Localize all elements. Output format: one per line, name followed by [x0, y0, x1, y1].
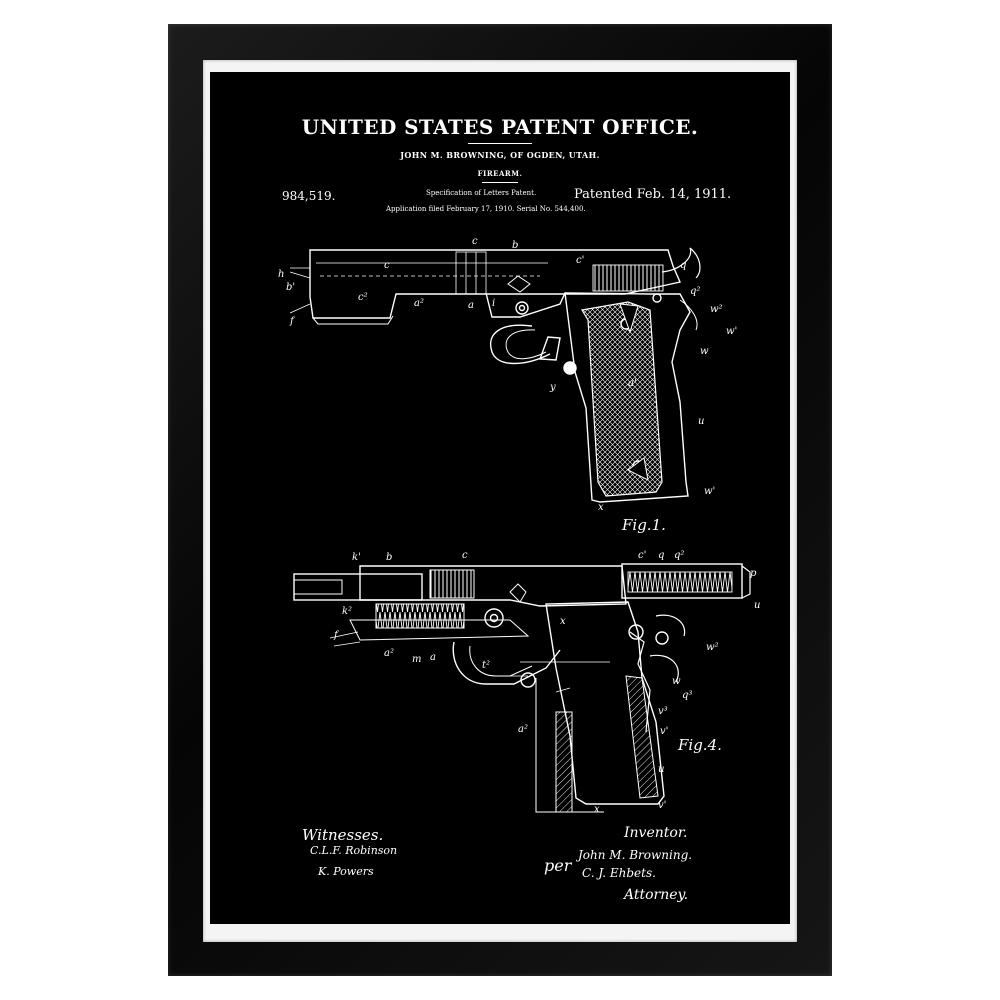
svg-text:w: w — [700, 346, 709, 357]
patent-number: 984,519. — [282, 189, 336, 203]
svg-text:v': v' — [658, 800, 666, 811]
fig1-label: Fig.1. — [622, 516, 666, 534]
reference-letters: c b c c' h b' c² a² a i f q q² w² w' w a… — [278, 236, 760, 815]
svg-text:a²: a² — [518, 724, 528, 735]
specification-line: Specification of Letters Patent. — [426, 189, 537, 197]
fig4-label: Fig.4. — [678, 736, 722, 754]
svg-text:a²: a² — [414, 298, 424, 309]
svg-text:a': a' — [628, 378, 637, 389]
witnesses-label: Witnesses. — [302, 826, 384, 844]
witness-signature-1: C.L.F. Robinson — [310, 844, 398, 857]
svg-text:b: b — [386, 552, 392, 563]
svg-text:a: a — [468, 300, 474, 311]
svg-text:v³: v³ — [658, 706, 668, 717]
subject-divider — [482, 182, 518, 183]
svg-text:v': v' — [660, 726, 668, 737]
svg-text:x: x — [560, 616, 566, 627]
attorney-label: Attorney. — [624, 887, 689, 903]
svg-text:w': w' — [704, 486, 715, 497]
patent-subject: FIREARM. — [477, 169, 523, 178]
patent-office-title: UNITED STATES PATENT OFFICE. — [301, 115, 699, 139]
application-line: Application filed February 17, 1910. Ser… — [386, 205, 586, 213]
svg-text:a: a — [430, 652, 436, 663]
svg-text:c': c' — [638, 550, 646, 561]
svg-text:y: y — [549, 382, 556, 393]
svg-text:u: u — [658, 764, 664, 775]
svg-text:t²: t² — [482, 660, 490, 671]
svg-text:b': b' — [286, 282, 295, 293]
svg-text:k²: k² — [342, 606, 352, 617]
svg-text:c: c — [462, 550, 468, 561]
svg-text:q²: q² — [674, 550, 684, 561]
svg-text:x: x — [594, 804, 600, 815]
title-divider — [468, 143, 532, 144]
svg-text:c: c — [472, 236, 478, 247]
svg-text:q: q — [658, 550, 664, 561]
svg-text:c': c' — [576, 255, 584, 266]
fig4-pistol-drawing — [293, 563, 751, 813]
svg-text:x: x — [598, 502, 604, 513]
per-label: per — [544, 856, 572, 875]
svg-text:q³: q³ — [682, 690, 692, 701]
svg-text:a²: a² — [384, 648, 394, 659]
svg-text:c²: c² — [358, 292, 368, 303]
svg-text:c: c — [384, 260, 390, 271]
svg-text:h: h — [278, 269, 284, 280]
svg-text:w²: w² — [710, 304, 723, 315]
patented-date: Patented Feb. 14, 1911. — [574, 187, 732, 202]
pistol-drawings: c b c c' h b' c² a² a i f q q² w² w' w a… — [278, 236, 760, 815]
svg-text:f: f — [289, 316, 296, 327]
svg-text:f: f — [333, 630, 340, 641]
inventor-line: JOHN M. BROWNING, OF OGDEN, UTAH. — [400, 150, 600, 160]
inventor-signature: John M. Browning. — [578, 848, 693, 862]
svg-text:b: b — [512, 240, 518, 251]
svg-text:m: m — [412, 654, 421, 665]
svg-text:k': k' — [352, 552, 361, 563]
witness-signature-2: K. Powers — [318, 865, 374, 878]
svg-text:w: w — [672, 676, 681, 687]
patent-print: UNITED STATES PATENT OFFICE. JOHN M. BRO… — [210, 72, 790, 924]
svg-text:u: u — [754, 600, 760, 611]
svg-text:q: q — [680, 260, 686, 271]
svg-text:i: i — [492, 298, 495, 309]
svg-text:u: u — [698, 416, 704, 427]
svg-text:w²: w² — [706, 642, 719, 653]
svg-text:p: p — [750, 568, 757, 579]
svg-text:w': w' — [726, 326, 737, 337]
inventor-label: Inventor. — [624, 825, 688, 841]
svg-text:q²: q² — [690, 286, 700, 297]
fig1-pistol-drawing — [289, 247, 701, 503]
attorney-signature: C. J. Ehbets. — [582, 866, 656, 880]
